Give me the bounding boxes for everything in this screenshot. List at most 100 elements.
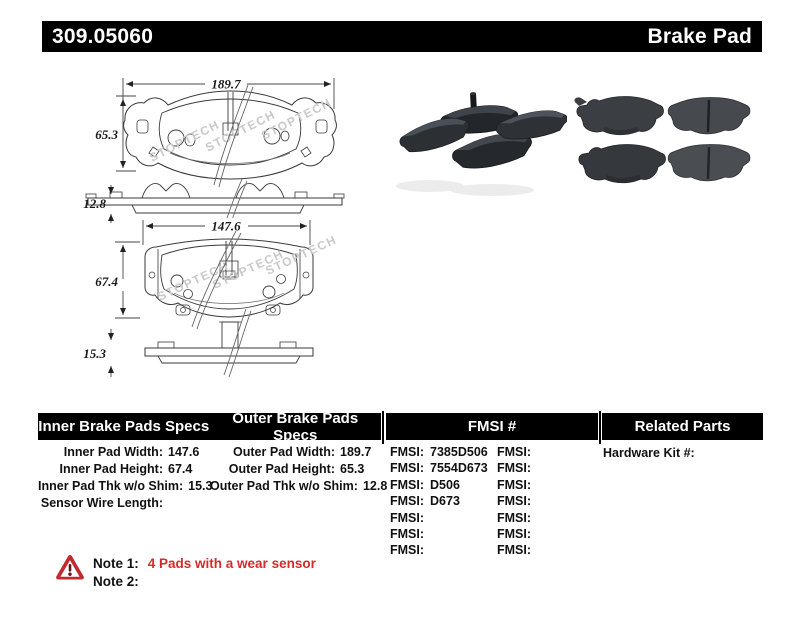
inner-height-dimension (115, 241, 140, 319)
fmsi-label: FMSI: (497, 477, 532, 492)
fmsi-label: FMSI: (497, 461, 532, 476)
spec-value: 67.4 (168, 462, 193, 476)
fmsi-row: FMSI: 7385D506 (390, 444, 488, 460)
fmsi-label: FMSI: (390, 477, 425, 492)
fmsi-label: FMSI: (390, 445, 425, 459)
fmsi-column-1: FMSI: 7385D506 FMSI: 7554D673 FMSI: D506 FM… (390, 444, 488, 559)
pad-photo (667, 97, 751, 135)
inner-height-label: 67.4 (95, 274, 118, 289)
fmsi-label: FMSI: (390, 461, 425, 476)
warning-triangle-icon (56, 554, 84, 580)
outer-pad-side-view (85, 178, 345, 224)
fmsi-row: FMSI: 7554D673 (390, 460, 488, 476)
outer-height-label: 65.3 (95, 127, 118, 142)
spec-value: 189.7 (340, 445, 372, 459)
brake-pads-photo-flat (574, 96, 751, 184)
spec-row: Inner Pad Height: 67.4 (38, 461, 210, 478)
fmsi-value: D506 (430, 477, 460, 492)
pad-photo (667, 144, 751, 182)
fmsi-header-bar: FMSI # (386, 413, 598, 440)
fmsi-header: FMSI # (467, 418, 517, 435)
pad-photo (574, 96, 664, 136)
specs-header-bar: Inner Brake Pads Specs Outer Brake Pads … (38, 410, 381, 444)
product-type-title: Brake Pad (647, 24, 752, 48)
fmsi-row: FMSI: (497, 444, 537, 460)
note-1: Note 1: 4 Pads with a wear sensor (93, 556, 316, 571)
fmsi-row: FMSI: D506 (390, 477, 488, 493)
note-2-label: Note 2: (93, 574, 139, 589)
spec-value: 147.6 (168, 445, 200, 459)
inner-thickness-label: 15.3 (83, 346, 106, 361)
spec-label: Sensor Wire Length: (40, 496, 163, 510)
fmsi-value: 7385D506 (430, 445, 488, 459)
fmsi-row: FMSI: D673 (390, 493, 488, 509)
outer-pad-drawing: 189.7 65.3 (83, 76, 345, 224)
outer-height-dimension (116, 95, 136, 172)
fmsi-row: FMSI: (390, 510, 488, 526)
spec-label: Inner Pad Height: (59, 462, 163, 476)
spec-label: Outer Pad Width: (233, 445, 335, 459)
fmsi-row: FMSI: (497, 526, 537, 542)
fmsi-row: FMSI: (497, 493, 537, 509)
spec-label: Outer Pad Height: (228, 462, 335, 476)
outer-width-label: 189.7 (211, 77, 241, 92)
pad-photo (399, 118, 470, 152)
fmsi-label: FMSI: (497, 510, 532, 525)
outer-pad-front-view: STOPTECH STOPTECH STOPTECH (123, 84, 337, 188)
inner-width-label: 147.6 (211, 219, 241, 234)
fmsi-row: FMSI: (497, 477, 537, 493)
pad-photo (495, 110, 567, 140)
fmsi-value: 7554D673 (430, 461, 488, 476)
pad-photo (578, 144, 666, 184)
fmsi-value: D673 (430, 494, 460, 509)
fmsi-label: FMSI: (497, 494, 532, 509)
outer-specs-header: Outer Brake Pads Specs (232, 409, 359, 444)
spec-value (168, 495, 210, 512)
spec-value: 12.8 (362, 479, 388, 493)
spec-row: Inner Pad Thk w/o Shim: 15.3 (38, 478, 213, 495)
inner-pad-side-view (144, 308, 314, 378)
fmsi-row: FMSI: (390, 542, 488, 558)
hardware-kit-label: Hardware Kit #: (603, 446, 695, 460)
column-divider (599, 411, 601, 444)
technical-drawings: 189.7 65.3 (83, 76, 345, 378)
spec-label: Inner Pad Thk w/o Shim: (38, 479, 184, 493)
brake-pads-photo-angled (396, 92, 567, 196)
column-divider (382, 411, 384, 444)
spec-label: Inner Pad Width: (63, 445, 163, 459)
spec-label: Outer Pad Thk w/o Shim: (210, 479, 358, 493)
inner-specs-column: Inner Pad Width: 147.6 Inner Pad Height:… (38, 444, 213, 512)
fmsi-row: FMSI: (497, 542, 537, 558)
fmsi-label: FMSI: (390, 494, 425, 509)
fmsi-label: FMSI: (390, 526, 425, 541)
outer-specs-column: Outer Pad Width: 189.7 Outer Pad Height:… (210, 444, 387, 495)
fmsi-label: FMSI: (390, 543, 425, 558)
fmsi-column-2: FMSI: FMSI: FMSI: FMSI: FMSI: FMSI: FMSI… (497, 444, 537, 559)
inner-pad-front-view: STOPTECH STOPTECH STOPTECH (144, 230, 339, 330)
related-parts-header-bar: Related Parts (602, 413, 763, 440)
related-parts-header: Related Parts (634, 418, 731, 435)
spec-value: 65.3 (340, 462, 365, 476)
fmsi-label: FMSI: (497, 526, 532, 541)
title-bar: 309.05060 Brake Pad (42, 21, 762, 52)
note-1-text: 4 Pads with a wear sensor (147, 556, 316, 571)
note-2: Note 2: (93, 574, 148, 589)
fmsi-label: FMSI: (390, 510, 425, 525)
fmsi-row: FMSI: (497, 510, 537, 526)
spec-row: Outer Pad Thk w/o Shim: 12.8 (210, 478, 387, 495)
fmsi-label: FMSI: (497, 445, 532, 459)
outer-thickness-label: 12.8 (83, 196, 106, 211)
related-parts-column: Hardware Kit #: (603, 446, 700, 460)
spec-row: Outer Pad Width: 189.7 (210, 444, 382, 461)
spec-value: 15.3 (188, 479, 213, 493)
inner-pad-drawing: 147.6 67.4 (83, 218, 339, 378)
part-number: 309.05060 (52, 24, 154, 48)
fmsi-row: FMSI: (497, 460, 537, 476)
fmsi-row: FMSI: (390, 526, 488, 542)
note-1-label: Note 1: (93, 556, 139, 571)
inner-specs-header: Inner Brake Pads Specs (38, 418, 210, 435)
spec-row: Inner Pad Width: 147.6 (38, 444, 210, 461)
spec-row: Sensor Wire Length: (38, 495, 210, 512)
spec-row: Outer Pad Height: 65.3 (210, 461, 382, 478)
